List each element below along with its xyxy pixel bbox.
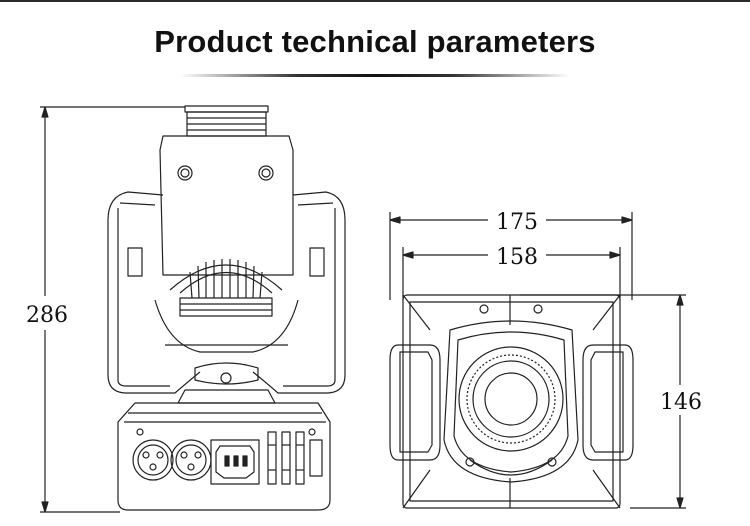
- dimension-outer-width-label: 175: [496, 210, 538, 235]
- page-title: Product technical parameters: [154, 24, 596, 59]
- dimension-depth-label: 146: [660, 390, 702, 415]
- title-underline: [180, 74, 570, 77]
- front-view: [40, 105, 346, 513]
- dimension-labels: 286 175 158 146: [16, 206, 710, 415]
- dimension-inner-width-label: 158: [496, 245, 538, 270]
- dimension-height-label: 286: [26, 303, 68, 328]
- top-border-line: [0, 0, 750, 2]
